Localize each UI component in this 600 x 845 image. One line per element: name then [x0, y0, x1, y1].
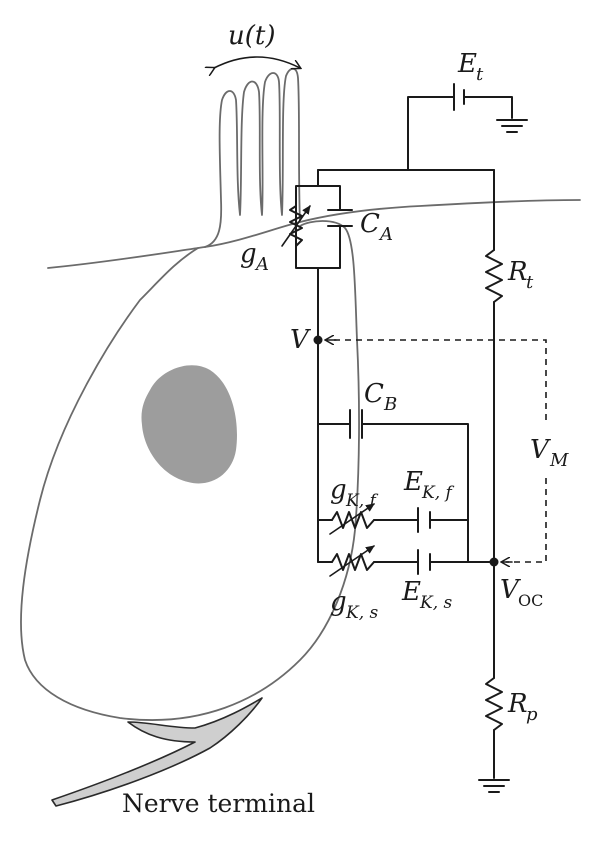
battery-feed-wire [407, 96, 455, 171]
label-ca-sub: A [378, 224, 393, 245]
label-eks: E [401, 577, 421, 607]
label-gkf: g [330, 475, 347, 505]
conductance-gks [331, 553, 375, 571]
nucleus [141, 365, 237, 484]
label-ekf-sub: K, f [421, 483, 455, 503]
label-rt-sub: t [526, 272, 534, 293]
label-ga-sub: A [254, 254, 269, 275]
vm-measure-path-lower [506, 478, 547, 563]
label-gkf-sub: K, f [345, 491, 379, 511]
conductance-gkf-arrow [329, 503, 375, 535]
label-v: V [290, 325, 311, 355]
nerve-terminal-shape [51, 697, 263, 807]
stimulus-label: u(t) [228, 21, 275, 51]
label-voc-sub: OC [518, 591, 543, 610]
label-ca: C [360, 209, 380, 239]
conductance-gks-arrow [329, 545, 375, 577]
cb-branch-wire [317, 423, 469, 563]
stimulus-arrow [214, 56, 300, 68]
conductance-ga-arrow [281, 205, 311, 247]
epithelium-surface [47, 199, 581, 269]
label-cb-sub: B [383, 394, 397, 415]
apical-parallel-box [295, 185, 341, 269]
label-rp: R [507, 689, 528, 719]
equivalent-circuit [281, 83, 547, 793]
capacitor-cb [349, 409, 363, 439]
hair-cell [20, 67, 581, 721]
label-et: E [457, 49, 477, 79]
ground-symbol-bottom [478, 779, 510, 793]
circuit-labels: E t C A g A R t V C B V M g K, f E K, f … [240, 49, 569, 725]
ground-symbol-top [496, 119, 528, 133]
stereocilia-bundle [204, 67, 301, 248]
node-voc [489, 557, 499, 567]
label-gks: g [330, 587, 347, 617]
resistor-rt [485, 249, 503, 303]
cell-body-outline [20, 220, 360, 721]
resistor-rp [485, 677, 503, 731]
label-rp-sub: p [526, 704, 538, 725]
label-eks-sub: K, s [419, 593, 453, 613]
nerve-terminal-label: Nerve terminal [122, 789, 315, 818]
battery-ground-wire [463, 96, 513, 119]
battery-eks [417, 549, 431, 575]
label-ga: g [240, 239, 257, 269]
stimulus-arc [214, 56, 300, 68]
battery-et [453, 83, 465, 111]
nerve-terminal [51, 697, 263, 807]
label-ekf: E [403, 467, 423, 497]
label-vm-sub: M [549, 450, 569, 471]
conductance-gkf [331, 511, 375, 529]
label-vm: V [530, 435, 551, 465]
label-voc: V [500, 575, 521, 605]
label-gks-sub: K, s [345, 603, 379, 623]
capacitor-ca [327, 209, 353, 227]
label-rt: R [507, 257, 528, 287]
label-et-sub: t [476, 64, 484, 85]
vm-measure-path [330, 339, 547, 420]
label-cb: C [364, 379, 384, 409]
node-v [313, 335, 323, 345]
battery-ekf [417, 507, 431, 533]
